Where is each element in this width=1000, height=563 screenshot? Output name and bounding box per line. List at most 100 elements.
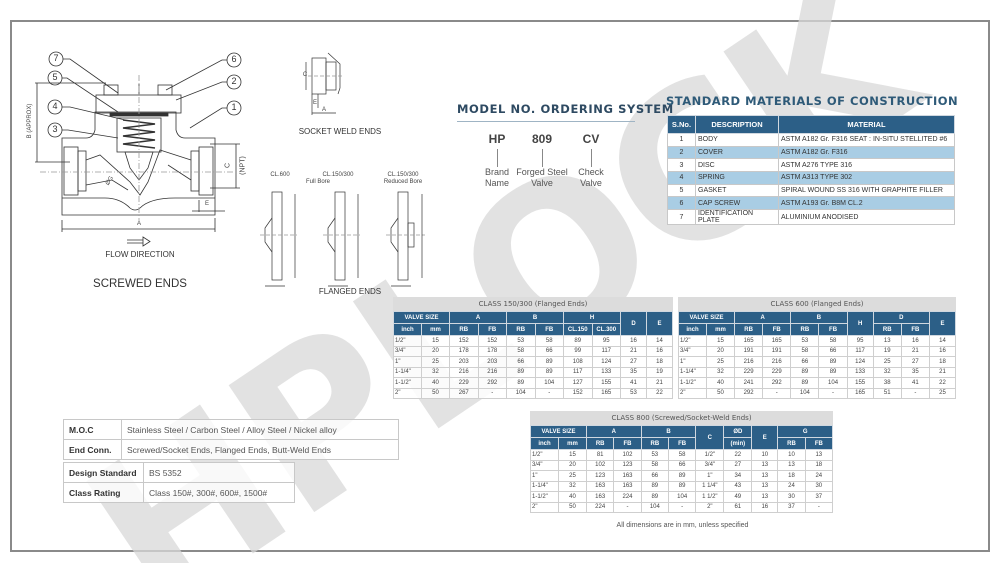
model-title-divider xyxy=(457,121,635,122)
cell: 13 xyxy=(804,449,834,461)
cell: 292 xyxy=(733,387,764,399)
col-header-description: DESCRIPTION xyxy=(695,115,779,134)
cell: 40 xyxy=(706,377,735,389)
sw-dim-c: C xyxy=(302,72,308,78)
cell: 35 xyxy=(900,366,931,378)
cell: 41 xyxy=(620,377,647,389)
sub-hdr: RB xyxy=(449,323,479,336)
cell: 19 xyxy=(646,366,673,378)
cell: ASTM A276 TYPE 316 xyxy=(778,158,955,173)
cell: 104 xyxy=(534,377,564,389)
sub-hdr: mm xyxy=(558,437,587,450)
sub-hdr: FB xyxy=(477,323,507,336)
cell: 20 xyxy=(421,345,450,357)
cell: 165 xyxy=(591,387,621,399)
cell: 40 xyxy=(421,377,450,389)
hdr-e: E xyxy=(929,311,956,336)
screwed-ends-title: SCREWED ENDS xyxy=(93,278,187,290)
callout-5: 5 xyxy=(52,72,58,82)
cell: 7 xyxy=(667,209,696,226)
page-frame xyxy=(10,20,990,552)
end-conn-label: End Conn. xyxy=(63,439,122,460)
cell: 18 xyxy=(929,356,956,368)
flange-cl600-label: CL.600 xyxy=(270,172,290,178)
cell: GASKET xyxy=(695,183,779,198)
cell: 89 xyxy=(534,366,564,378)
cell: 27 xyxy=(723,459,753,471)
cell: 124 xyxy=(591,356,621,368)
cell: 1-1/2" xyxy=(530,491,559,503)
class-150-300-caption: CLASS 150/300 (Flanged Ends) xyxy=(393,297,673,311)
cell: 163 xyxy=(585,480,615,492)
cell: 32 xyxy=(421,366,450,378)
model-desc-line: Brand xyxy=(484,167,510,177)
cell: 2" xyxy=(678,387,707,399)
cell: 1 1/2" xyxy=(695,491,725,503)
materials-title: STANDARD MATERIALS OF CONSTRUCTION xyxy=(666,94,959,108)
cell: 66 xyxy=(818,345,848,357)
col-header-sno: S.No. xyxy=(667,115,696,134)
cell: 16 xyxy=(751,501,779,513)
sub-hdr: RB xyxy=(777,437,806,450)
flange-cl150-rb-label: CL.150/300 xyxy=(387,172,419,178)
cell: 89 xyxy=(667,470,697,482)
cell: 22 xyxy=(646,387,673,399)
cell: 58 xyxy=(506,345,536,357)
cell: 152 xyxy=(563,387,593,399)
cell: - xyxy=(667,501,697,513)
cell: 155 xyxy=(591,377,621,389)
sub-hdr: inch xyxy=(530,437,559,450)
col-header-material: MATERIAL xyxy=(778,115,955,134)
cell: 16 xyxy=(620,335,647,347)
cell: 58 xyxy=(790,345,820,357)
model-desc-line: Name xyxy=(484,178,509,188)
cell: 3/4" xyxy=(393,345,422,357)
sub-hdr: FB xyxy=(762,323,792,336)
cell: 81 xyxy=(585,449,615,461)
cell: 155 xyxy=(846,377,874,389)
dimensions-footnote: All dimensions are in mm, unless specifi… xyxy=(616,522,749,529)
cell: 24 xyxy=(804,470,834,482)
cell: 50 xyxy=(706,387,735,399)
callout-3: 3 xyxy=(52,124,58,134)
cell: 3/4" xyxy=(678,345,707,357)
cell: 89 xyxy=(640,491,669,503)
sub-hdr: inch xyxy=(678,323,707,336)
hdr-g: G xyxy=(777,425,833,438)
cell: 1/2" xyxy=(695,449,725,461)
sub-hdr: RB xyxy=(506,323,536,336)
cell: 89 xyxy=(534,356,564,368)
cell: 51 xyxy=(872,387,902,399)
cell: 95 xyxy=(591,335,621,347)
cell: 20 xyxy=(558,459,587,471)
end-conn-value: Screwed/Socket Ends, Flanged Ends, Butt-… xyxy=(121,439,399,460)
cell: 1-1/2" xyxy=(393,377,422,389)
cell: 89 xyxy=(506,366,536,378)
cell: 89 xyxy=(640,480,669,492)
hdr-od: ØD xyxy=(723,425,753,438)
hdr-a: A xyxy=(586,425,642,438)
sw-dim-e: E xyxy=(312,100,317,106)
cell: 66 xyxy=(640,470,669,482)
cell: 123 xyxy=(585,470,615,482)
cell: 22 xyxy=(929,377,956,389)
cell: - xyxy=(762,387,792,399)
cell: 18 xyxy=(804,459,834,471)
cell: 89 xyxy=(790,366,820,378)
flanged-ends-drawing xyxy=(260,191,425,287)
hdr-a: A xyxy=(449,311,507,324)
class-800-caption: CLASS 800 (Screwed/Socket-Weld Ends) xyxy=(530,411,833,425)
model-desc-line: Valve xyxy=(580,178,602,188)
